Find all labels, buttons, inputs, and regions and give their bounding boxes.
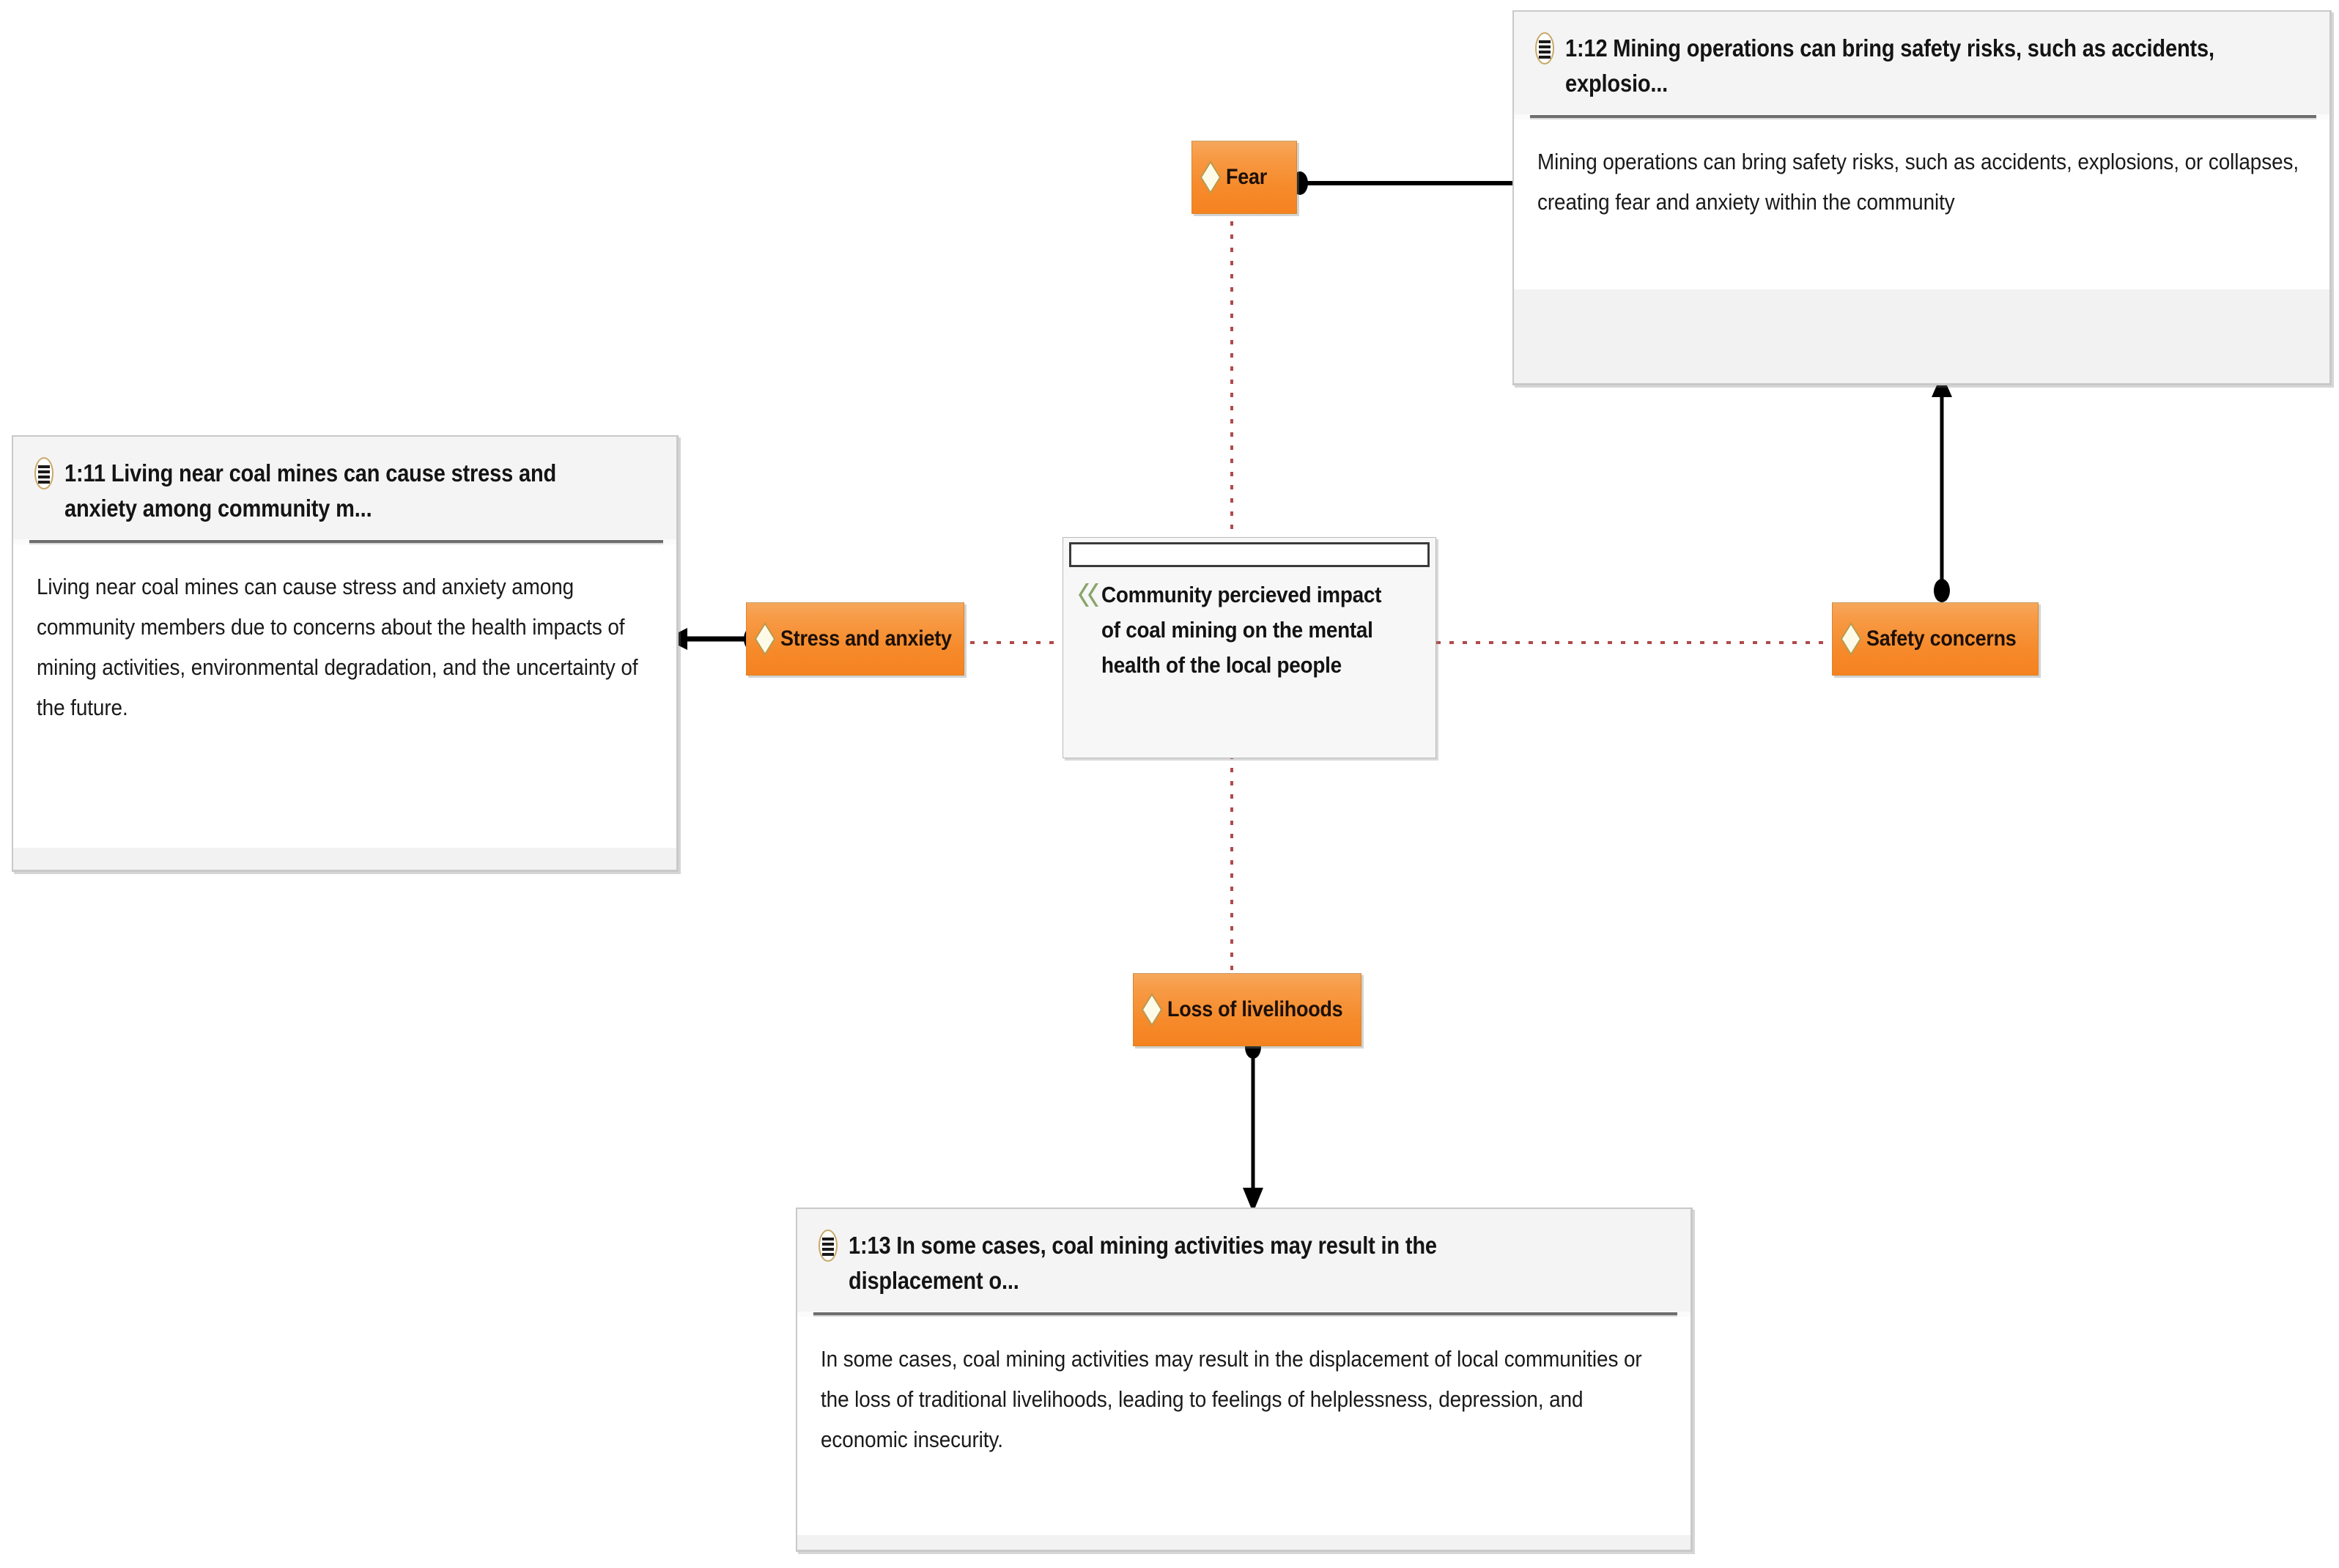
note-1-13-text: In some cases, coal mining activities ma…: [821, 1345, 1642, 1453]
connector-safety-to-note-1-12[interactable]: [1927, 374, 1956, 602]
code-node-fear[interactable]: Fear: [1191, 141, 1297, 214]
code-node-stress-and-anxiety-label: Stress and anxiety: [780, 626, 952, 651]
central-node-label: Community percieved impact of coal minin…: [1101, 582, 1382, 678]
central-node-tab: [1069, 542, 1430, 567]
central-node-body: Community percieved impact of coal minin…: [1063, 567, 1435, 758]
connector-central-to-loss-of-livelihoods[interactable]: [1228, 755, 1235, 975]
note-1-12-text: Mining operations can bring safety risks…: [1537, 148, 2299, 215]
note-1-11-footer: [13, 848, 676, 870]
note-1-13-body: In some cases, coal mining activities ma…: [797, 1316, 1690, 1535]
note-1-11-divider: [29, 539, 663, 544]
note-1-12-body: Mining operations can bring safety risks…: [1514, 119, 2329, 289]
connector-central-to-fear[interactable]: [1228, 220, 1235, 542]
connector-central-to-safety-concerns[interactable]: [1436, 639, 1832, 646]
note-icon: [34, 457, 54, 489]
note-1-12-footer: [1514, 289, 2329, 383]
diamond-icon: [1141, 993, 1163, 1027]
note-1-12[interactable]: 1:12 Mining operations can bring safety …: [1512, 10, 2332, 385]
note-1-12-header: 1:12 Mining operations can bring safety …: [1514, 12, 2329, 114]
note-1-12-divider: [1530, 114, 2316, 119]
connector-fear-to-note-1-12[interactable]: [1290, 169, 1539, 198]
note-1-11-text: Living near coal mines can cause stress …: [37, 573, 638, 721]
note-1-12-title: 1:12 Mining operations can bring safety …: [1565, 34, 2214, 97]
code-node-loss-of-livelihoods[interactable]: Loss of livelihoods: [1133, 973, 1361, 1046]
note-1-13[interactable]: 1:13 In some cases, coal mining activiti…: [796, 1208, 1693, 1552]
note-1-13-divider: [813, 1311, 1677, 1317]
diamond-icon: [1200, 160, 1222, 194]
note-1-11-title: 1:11 Living near coal mines can cause st…: [64, 459, 557, 522]
double-chevron-icon: [1075, 580, 1100, 610]
note-icon: [818, 1229, 838, 1262]
note-1-11-body: Living near coal mines can cause stress …: [13, 544, 676, 848]
note-icon: [1534, 32, 1555, 64]
diamond-icon: [754, 622, 776, 656]
note-1-13-title: 1:13 In some cases, coal mining activiti…: [849, 1232, 1437, 1294]
note-1-13-footer: [797, 1535, 1690, 1550]
note-1-13-header: 1:13 In some cases, coal mining activiti…: [797, 1209, 1690, 1312]
connector-loss-to-note-1-13[interactable]: [1238, 1035, 1268, 1213]
code-node-safety-concerns-label: Safety concerns: [1866, 626, 2017, 651]
code-node-loss-of-livelihoods-label: Loss of livelihoods: [1167, 997, 1343, 1021]
diamond-icon: [1840, 622, 1862, 656]
code-node-fear-label: Fear: [1226, 165, 1267, 189]
code-node-safety-concerns[interactable]: Safety concerns: [1832, 602, 2039, 676]
connector-central-to-stress-and-anxiety[interactable]: [964, 639, 1067, 646]
central-node[interactable]: Community percieved impact of coal minin…: [1063, 537, 1436, 758]
note-1-11[interactable]: 1:11 Living near coal mines can cause st…: [12, 435, 679, 872]
code-node-stress-and-anxiety[interactable]: Stress and anxiety: [746, 602, 964, 676]
note-1-11-header: 1:11 Living near coal mines can cause st…: [13, 437, 676, 539]
